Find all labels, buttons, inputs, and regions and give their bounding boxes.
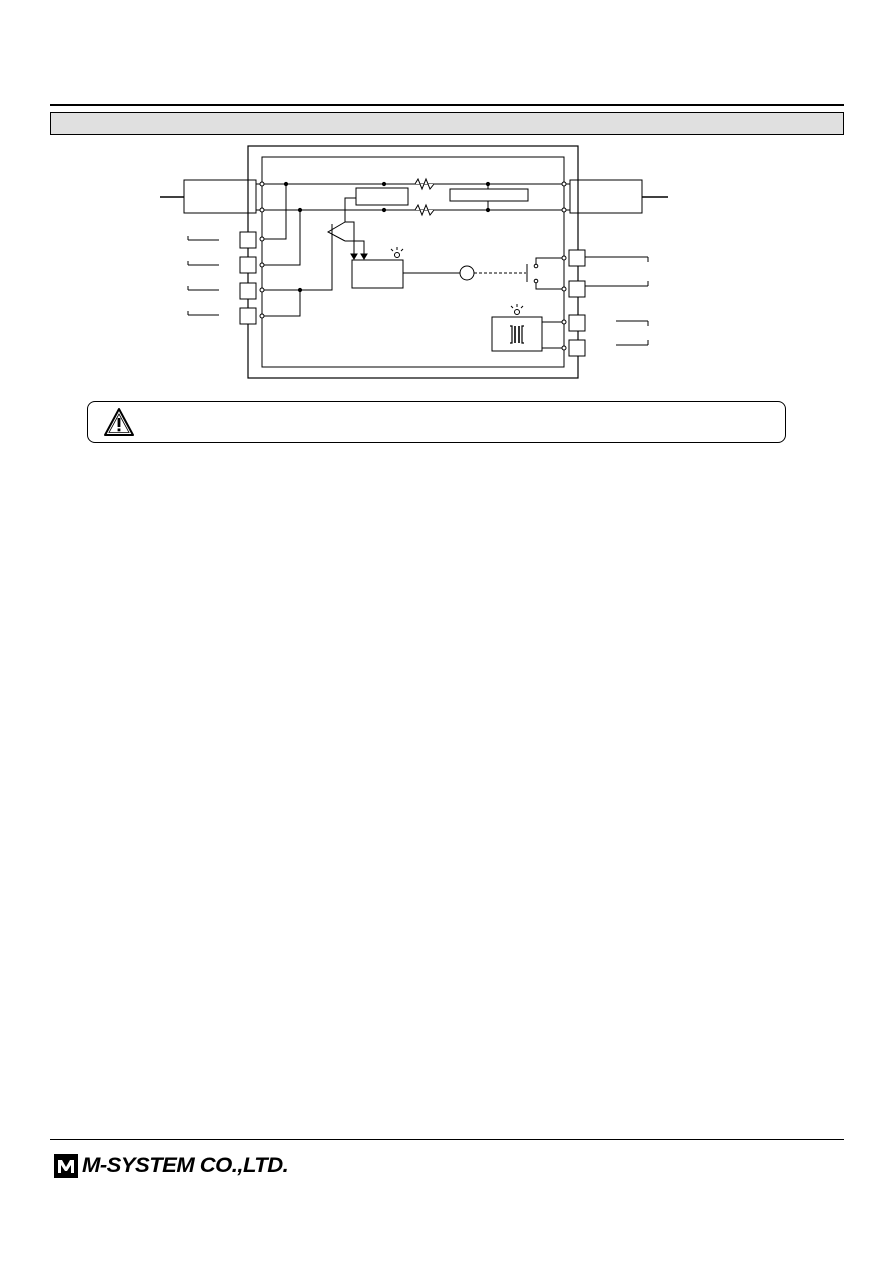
right-component-box <box>449 188 529 202</box>
caution-notice <box>87 401 786 443</box>
right-connector-block <box>569 179 643 214</box>
housing-inner <box>261 156 565 368</box>
lamp-icon-power <box>510 304 524 315</box>
company-logo: M-SYSTEM CO.,LTD. <box>54 1152 289 1180</box>
resistor-lower <box>414 203 435 217</box>
transformer-icon <box>510 325 524 344</box>
resistor-upper <box>414 177 435 191</box>
top-rule <box>50 104 844 106</box>
m-system-logo-icon <box>54 1154 78 1178</box>
company-name: M-SYSTEM CO.,LTD. <box>82 1154 289 1177</box>
control-box <box>351 259 404 289</box>
footer-rule <box>50 1139 844 1140</box>
left-connector-block <box>183 179 257 214</box>
relay-coil-icon <box>459 265 475 281</box>
lamp-icon <box>390 247 404 258</box>
block-diagram <box>160 145 668 379</box>
caution-triangle-icon <box>104 408 134 436</box>
coil-element <box>326 221 346 242</box>
section-header-bar <box>50 112 844 135</box>
top-component-box <box>355 187 409 206</box>
power-block <box>491 316 543 352</box>
